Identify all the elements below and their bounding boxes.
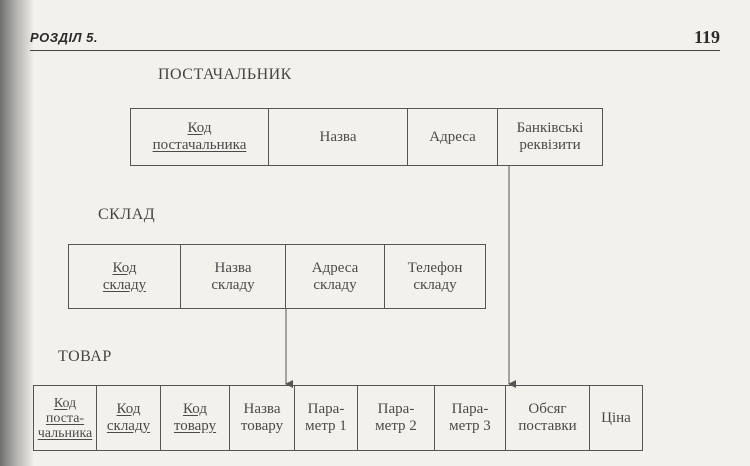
field-line: Пара- xyxy=(451,401,489,417)
warehouse-entity-table: Код складу Назва складу Адреса складу Те… xyxy=(68,244,486,309)
product-field-product-code: Код товару xyxy=(160,385,230,451)
product-field-delivery-volume: Обсяг поставки xyxy=(505,385,590,451)
field-line: Обсяг xyxy=(528,401,567,417)
supplier-field-code: Код постачальника xyxy=(130,108,269,166)
field-line: Банківські xyxy=(516,120,584,136)
product-field-product-name: Назва товару xyxy=(229,385,295,451)
field-line: Код xyxy=(187,120,212,136)
warehouse-field-address: Адреса складу xyxy=(285,244,385,309)
warehouse-field-name: Назва складу xyxy=(180,244,286,309)
field-line: Код xyxy=(183,401,207,417)
supplier-field-name: Назва xyxy=(268,108,408,166)
field-line: Адреса xyxy=(429,128,476,145)
field-line: товару xyxy=(240,418,284,434)
supplier-entity-table: Код постачальника Назва Адреса Банківськ… xyxy=(130,108,603,166)
field-line: Телефон xyxy=(407,259,463,276)
product-field-price: Ціна xyxy=(589,385,643,451)
field-line: Код xyxy=(116,401,141,417)
field-line: складу xyxy=(313,276,357,293)
field-line: складу xyxy=(413,276,457,293)
field-line: товару xyxy=(173,418,217,434)
supplier-entity-title: ПОСТАЧАЛЬНИК xyxy=(158,66,292,83)
header-rule xyxy=(30,50,720,51)
field-line: складу xyxy=(102,276,147,293)
field-line: Пара- xyxy=(377,401,415,417)
field-line: метр 3 xyxy=(449,418,491,434)
field-line: Назва xyxy=(319,128,357,145)
field-line: чальника xyxy=(37,425,93,441)
product-field-param-1: Пара- метр 1 xyxy=(294,385,358,451)
product-field-param-3: Пара- метр 3 xyxy=(434,385,506,451)
field-line: Пара- xyxy=(307,401,345,417)
field-line: реквізити xyxy=(519,137,581,153)
field-line: Адреса xyxy=(311,259,359,276)
field-line: поставки xyxy=(518,418,577,434)
field-line: Ціна xyxy=(601,409,631,426)
product-field-warehouse-code: Код складу xyxy=(96,385,161,451)
field-line: Код xyxy=(112,259,137,276)
field-line: метр 1 xyxy=(305,418,347,434)
product-field-supplier-code: Код поста- чальника xyxy=(33,385,97,451)
supplier-field-address: Адреса xyxy=(407,108,498,166)
supplier-field-bank-details: Банківські реквізити xyxy=(497,108,603,166)
field-line: Код xyxy=(53,395,77,411)
page-number: 119 xyxy=(693,27,720,47)
field-line: метр 2 xyxy=(375,418,417,434)
field-line: Назва xyxy=(214,259,252,276)
field-line: постачальника xyxy=(152,137,247,153)
warehouse-entity-title: СКЛАД xyxy=(98,206,156,223)
field-line: поста- xyxy=(45,410,85,426)
product-entity-table: Код поста- чальника Код складу Код товар… xyxy=(33,385,643,451)
warehouse-field-phone: Телефон складу xyxy=(384,244,486,309)
section-header: РОЗДІЛ 5. xyxy=(30,30,99,45)
warehouse-field-code: Код складу xyxy=(68,244,181,309)
product-entity-title: ТОВАР xyxy=(58,348,112,365)
product-field-param-2: Пара- метр 2 xyxy=(357,385,435,451)
book-spine-shadow xyxy=(0,0,34,466)
field-line: Назва xyxy=(243,401,281,417)
field-line: складу xyxy=(211,276,255,293)
field-line: складу xyxy=(106,418,151,434)
